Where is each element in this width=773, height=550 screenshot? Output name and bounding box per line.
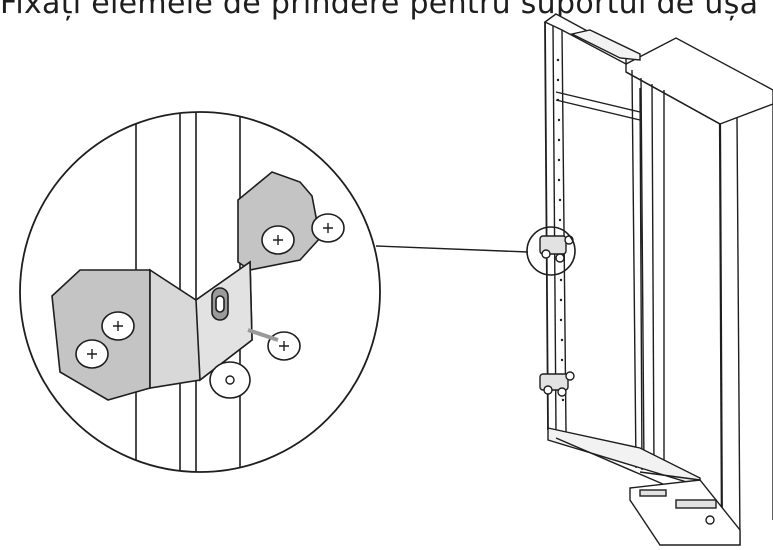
zoom-circle	[19, 111, 381, 473]
upper-bracket	[539, 235, 574, 263]
focus-circle	[526, 226, 576, 276]
leader-line	[375, 245, 529, 253]
pull-out-unit	[526, 13, 773, 546]
lower-bracket	[539, 371, 575, 397]
instruction-caption: Fixați elemele de prindere pentru suport…	[0, 0, 759, 21]
magnified-detail	[51, 112, 345, 472]
top-panel	[625, 37, 773, 125]
